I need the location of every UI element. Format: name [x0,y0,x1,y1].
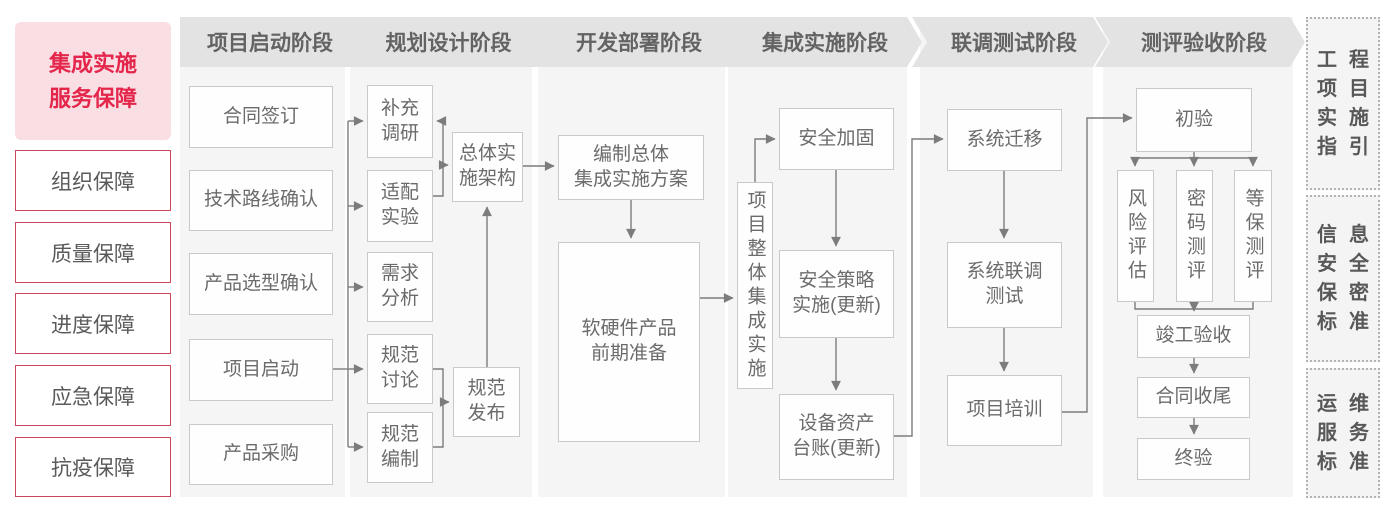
node-spec-drafting: 规范 编制 [367,412,433,483]
connector-initial-to-mlps [1194,156,1258,167]
node-final-acceptance: 终验 [1137,438,1250,480]
standard-line: 标准 [1317,311,1381,333]
node-contract-sign: 合同签订 [189,86,333,148]
standard-line: 项目 [1317,78,1381,100]
phase-header-acceptance: 测评验收阶段 [1095,17,1305,67]
standard-line: 安全 [1317,253,1381,275]
node-system-migration: 系统迁移 [947,109,1062,171]
standard-line: 标准 [1317,451,1381,473]
node-adaptation-test: 适配 实验 [367,170,433,242]
standard-line: 工程 [1317,49,1381,71]
node-completion-acceptance: 竣工验收 [1137,315,1250,358]
phase-header-joint-testing: 联调测试阶段 [912,17,1108,67]
standard-box-operations: 运维 服务 标准 [1306,368,1380,498]
node-requirement-analysis: 需求 分析 [367,252,433,322]
node-project-kickoff: 项目启动 [189,339,333,401]
phase-header-integration: 集成实施阶段 [720,17,922,67]
node-spec-release: 规范 发布 [453,367,520,437]
node-tech-route: 技术路线确认 [189,170,333,231]
standard-line: 保密 [1317,282,1381,304]
phase-header-deployment: 开发部署阶段 [530,17,740,67]
node-mlps-evaluation: 等保测评 [1234,170,1272,302]
node-contract-closure: 合同收尾 [1137,377,1250,418]
standard-line: 服务 [1317,422,1381,444]
node-security-policy: 安全策略 实施(更新) [779,250,894,338]
assurance-title: 集成实施 服务保障 [15,22,171,140]
assurance-item-emergency: 应急保障 [15,365,171,426]
standard-line: 实施 [1317,107,1381,129]
connector-adaptation-to-supplement [433,116,447,197]
assurance-item-organization: 组织保障 [15,150,171,211]
assurance-item-quality: 质量保障 [15,222,171,283]
connector-integration-to-hardening [754,134,776,182]
connector-ledger-to-migration [894,134,944,437]
node-risk-assessment: 风险评估 [1117,170,1154,302]
node-initial-acceptance: 初验 [1136,88,1252,152]
node-crypto-evaluation: 密码测评 [1176,170,1213,302]
assurance-item-epidemic: 抗疫保障 [15,437,171,497]
node-supplement-research: 补充 调研 [367,85,433,158]
node-overall-architecture: 总体实 施架构 [452,132,523,202]
assurance-item-schedule: 进度保障 [15,293,171,354]
node-project-training: 项目培训 [947,375,1062,446]
node-asset-ledger: 设备资产 台账(更新) [779,394,894,480]
node-product-selection: 产品选型确认 [189,253,333,315]
standard-line: 运维 [1317,393,1381,415]
node-product-preparation: 软硬件产品 前期准备 [558,242,700,442]
node-overall-plan: 编制总体 集成实施方案 [558,135,704,200]
node-joint-testing: 系统联调 测试 [947,242,1062,328]
standard-line: 指引 [1317,136,1381,158]
node-procurement: 产品采购 [189,424,333,485]
connector-training-to-initial [1062,113,1133,413]
node-security-hardening: 安全加固 [779,108,894,170]
node-spec-discussion: 规范 讨论 [367,334,433,404]
phase-header-planning: 规划设计阶段 [342,17,547,67]
standard-box-security: 信息 安全 保密 标准 [1306,195,1380,362]
connector-initial-to-risk [1130,156,1194,167]
standard-line: 信息 [1317,224,1381,246]
standard-box-project-guide: 工程 项目 实施 指引 [1306,17,1380,190]
phase-header-kickoff: 项目启动阶段 [180,17,360,67]
node-overall-integration: 项目整体集成实施 [737,182,773,389]
connector-spec-bus [433,368,444,448]
